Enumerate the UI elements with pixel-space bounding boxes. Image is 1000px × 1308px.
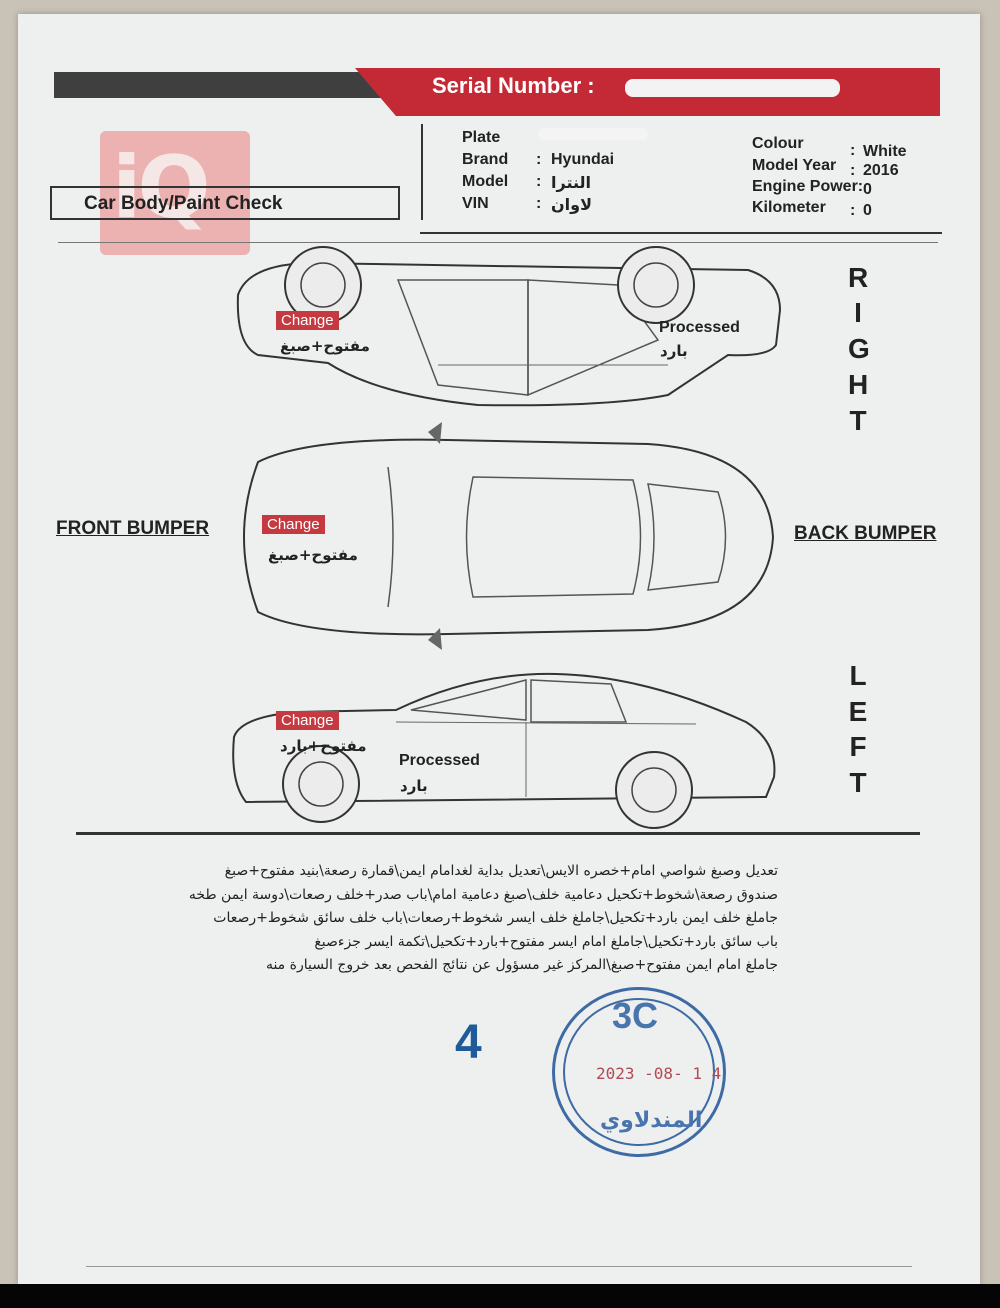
right-letter-h: H bbox=[848, 369, 869, 400]
right-letter-t: T bbox=[849, 405, 867, 436]
right-change-tag: Change bbox=[276, 311, 339, 330]
colour-label: Colour bbox=[752, 135, 804, 152]
stamp-name: المندلاوي bbox=[600, 1108, 703, 1133]
model-label: Model bbox=[462, 173, 509, 190]
right-letter-g: G bbox=[848, 333, 870, 364]
title-box bbox=[50, 186, 400, 220]
model-year-value: 2016 bbox=[863, 162, 899, 179]
left-processed-label: Processed bbox=[399, 752, 480, 769]
right-letter-i: I bbox=[854, 297, 862, 328]
stamp-date: 2023 -08- 1 4 bbox=[596, 1064, 722, 1083]
right-processed-note: بارد bbox=[660, 342, 688, 360]
inspection-stamp bbox=[552, 987, 726, 1157]
plate-redaction bbox=[538, 128, 648, 140]
notes-line: جاملغ خلف ايمن بارد+تكحيل\جاملغ خلف ايسر… bbox=[213, 910, 778, 926]
header-rule bbox=[58, 242, 938, 243]
model-value: النترا bbox=[551, 173, 591, 192]
top-change-tag: Change bbox=[262, 515, 325, 534]
stamp-code: 3C bbox=[612, 995, 659, 1036]
left-letter-l: L bbox=[849, 660, 867, 691]
right-processed-label: Processed bbox=[659, 319, 740, 336]
left-change-note: مفتوح+بارد bbox=[280, 737, 367, 755]
left-letter-e: E bbox=[848, 696, 868, 727]
model-sep: : bbox=[536, 173, 542, 190]
right-change-note: مفتوح+صبغ bbox=[280, 337, 370, 355]
notes-rule bbox=[76, 832, 920, 835]
notes-line: باب سائق بارد+تكحيل\جاملغ امام ايسر مفتو… bbox=[314, 933, 778, 950]
vin-label: VIN bbox=[462, 195, 489, 212]
page-title: Car Body/Paint Check bbox=[84, 193, 283, 214]
serial-number-redaction bbox=[625, 79, 840, 97]
header-rule-right bbox=[420, 232, 942, 234]
notes-line: جاملغ امام ايمن مفتوح+صبغ\المركز غير مسؤ… bbox=[265, 957, 778, 973]
back-bumper-label: BACK BUMPER bbox=[794, 523, 937, 544]
left-processed-note: بارد bbox=[400, 777, 428, 795]
brand-value: Hyundai bbox=[551, 151, 615, 168]
model-year-sep: : bbox=[850, 162, 856, 179]
company-logo bbox=[100, 131, 250, 255]
serial-number-label: Serial Number : bbox=[432, 73, 595, 98]
kilometer-sep: : bbox=[850, 202, 856, 219]
engine-power-label: Engine Power: bbox=[752, 178, 864, 195]
kilometer-label: Kilometer bbox=[752, 199, 826, 216]
info-divider bbox=[421, 124, 423, 220]
car-right-side-diagram bbox=[236, 246, 782, 407]
notes-line: تعديل وصبغ شواصي امام+خصره الايس\تعديل ب… bbox=[224, 863, 778, 879]
left-letter-f: F bbox=[849, 731, 867, 762]
stamp-inner-ring bbox=[563, 998, 715, 1146]
car-top-view-diagram bbox=[243, 422, 775, 650]
kilometer-value: 0 bbox=[863, 202, 872, 219]
brand-sep: : bbox=[536, 151, 542, 168]
plate-label: Plate bbox=[462, 129, 501, 146]
header-dark-bar bbox=[54, 72, 384, 98]
left-letter-t: T bbox=[849, 767, 867, 798]
right-letter-r: R bbox=[848, 262, 869, 293]
inspection-notes: تعديل وصبغ شواصي امام+خصره الايس\تعديل ب… bbox=[98, 860, 778, 978]
front-bumper-label: FRONT BUMPER bbox=[56, 518, 210, 539]
colour-value: White bbox=[863, 143, 907, 160]
company-logo-text: iQ bbox=[112, 138, 211, 238]
left-change-tag: Change bbox=[276, 711, 339, 730]
bottom-edge bbox=[0, 1284, 1000, 1308]
handwritten-number: 4 bbox=[455, 1016, 482, 1069]
footer-rule bbox=[86, 1266, 912, 1267]
engine-power-value: 0 bbox=[863, 181, 872, 198]
top-change-note: مفتوح+صبغ bbox=[268, 546, 358, 564]
colour-sep: : bbox=[850, 142, 856, 159]
brand-label: Brand bbox=[462, 151, 509, 168]
vin-value: لاوان bbox=[551, 195, 592, 214]
model-year-label: Model Year bbox=[752, 157, 837, 174]
vin-sep: : bbox=[536, 195, 542, 212]
notes-line: صندوق رصعة\شخوط+تكحيل دعامية خلف\صبغ دعا… bbox=[188, 886, 778, 903]
